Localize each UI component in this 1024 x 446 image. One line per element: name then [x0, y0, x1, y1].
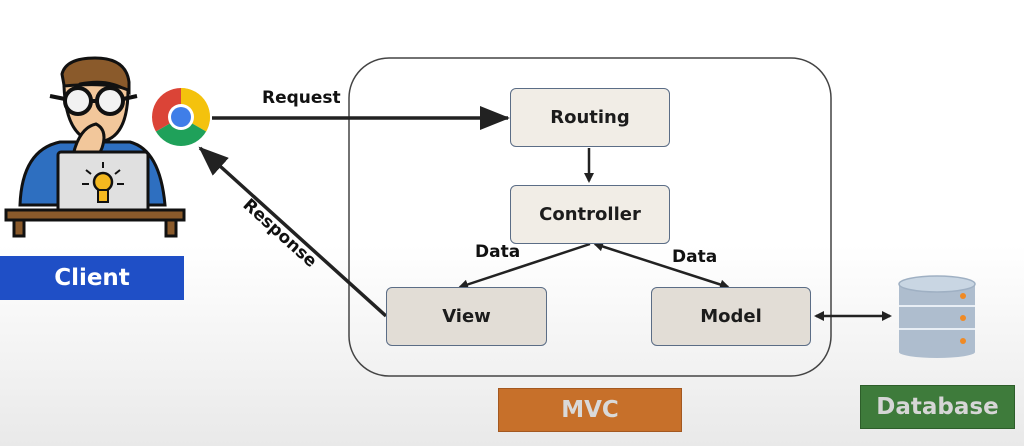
- model-box: Model: [651, 287, 811, 346]
- controller-model-arrow: [593, 241, 730, 290]
- chrome-browser-icon: [152, 88, 210, 146]
- mvc-container: [348, 57, 832, 377]
- request-label: Request: [262, 88, 341, 108]
- database-label: Database: [860, 385, 1015, 429]
- mvc-label: MVC: [498, 388, 682, 432]
- response-arrow: [198, 146, 388, 318]
- client-label: Client: [0, 256, 184, 300]
- data-label-left: Data: [475, 242, 521, 262]
- controller-box: Controller: [510, 185, 670, 244]
- data-label-right: Data: [672, 247, 718, 267]
- controller-view-arrow: [458, 242, 591, 290]
- routing-box: Routing: [510, 88, 670, 147]
- database-icon: [898, 275, 976, 358]
- client-person-icon: [4, 56, 186, 238]
- view-box: View: [386, 287, 547, 346]
